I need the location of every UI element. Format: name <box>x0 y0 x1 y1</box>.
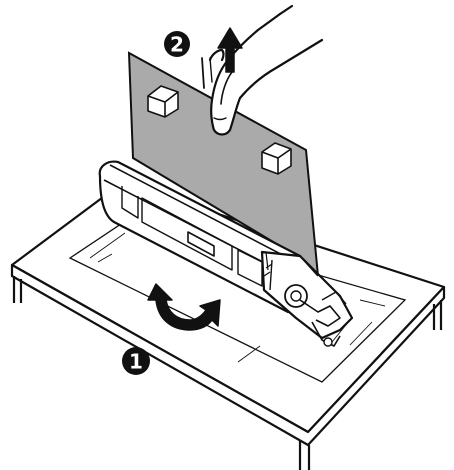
step-2-badge: 2 <box>164 31 190 57</box>
table-leg-right <box>432 300 443 330</box>
step-2-number: 2 <box>170 33 184 57</box>
step-1-badge: 1 <box>122 347 150 375</box>
table-leg-front <box>298 440 311 470</box>
cartridge-label-slot <box>187 231 215 257</box>
curved-rotate-arrow-icon <box>147 283 221 331</box>
hand <box>201 4 324 136</box>
table <box>10 181 446 470</box>
step-2-circle <box>164 31 190 57</box>
table-leg-left <box>12 276 23 303</box>
table-front-edge <box>10 263 446 447</box>
step-1-number: 1 <box>129 350 143 374</box>
up-arrow-icon <box>217 27 243 73</box>
toner-cartridge <box>98 160 354 347</box>
tape-piece-right <box>261 142 292 175</box>
tape-piece-left <box>147 85 179 118</box>
step-1-circle <box>122 347 150 375</box>
